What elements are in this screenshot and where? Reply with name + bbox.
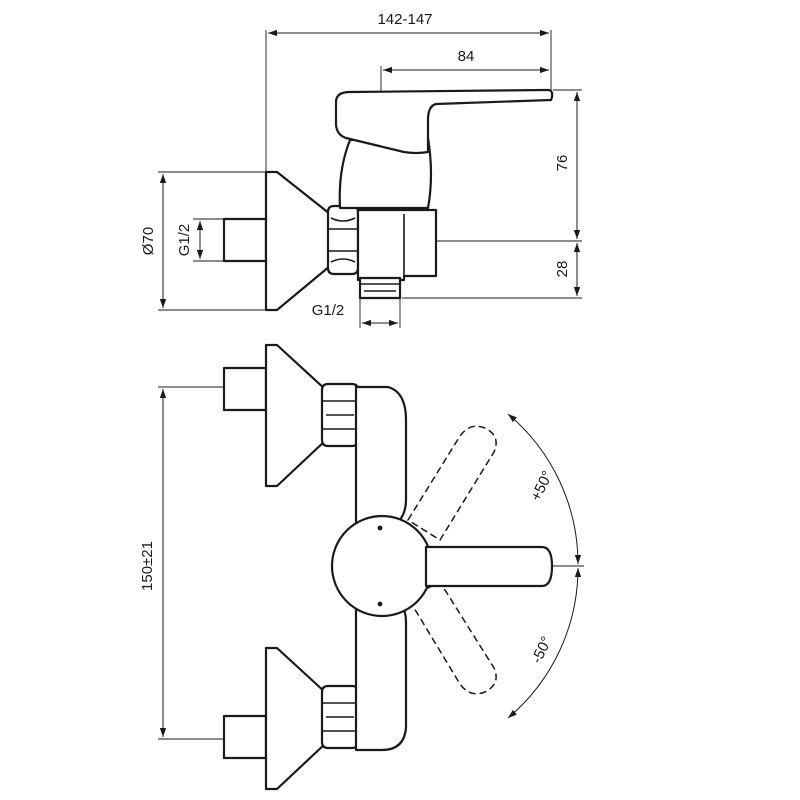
flange-diameter-label: Ø70	[140, 227, 157, 255]
lever-handle-plan	[424, 545, 554, 588]
wall-flange	[264, 170, 332, 312]
rotation-arc-lower	[507, 567, 582, 719]
side-view: 142-147 84 76 28 Ø70 G1/2 G1/2	[140, 11, 582, 328]
lower-inlet-connector	[222, 714, 268, 760]
lever-length-label: 84	[458, 48, 475, 65]
outlet-thread-label: G1/2	[312, 302, 345, 319]
plan-view: 150±21 +50° -50°	[139, 343, 584, 791]
upper-inlet-connector	[222, 366, 268, 412]
lever-position-minus-50	[406, 581, 497, 695]
rotation-down-label: -50°	[528, 634, 555, 666]
lever-position-plus-50	[406, 425, 497, 542]
inlet-connector	[222, 217, 268, 263]
lower-wall-flange	[264, 646, 328, 791]
handle-hub	[330, 514, 434, 618]
hex-nut	[326, 204, 360, 276]
outlet-height-label: 28	[554, 261, 571, 278]
rotation-arc-upper	[507, 413, 582, 565]
upper-wall-flange	[264, 343, 328, 488]
overall-depth-label: 142-147	[377, 11, 432, 28]
inlet-spacing-label: 150±21	[139, 541, 156, 591]
mixer-body	[356, 208, 438, 282]
outlet-thread	[358, 276, 402, 300]
cartridge-housing	[338, 136, 433, 210]
rotation-up-label: +50°	[527, 468, 556, 504]
lever-height-label: 76	[554, 155, 571, 172]
inlet-thread-label: G1/2	[176, 224, 193, 257]
lever-handle	[334, 88, 554, 155]
